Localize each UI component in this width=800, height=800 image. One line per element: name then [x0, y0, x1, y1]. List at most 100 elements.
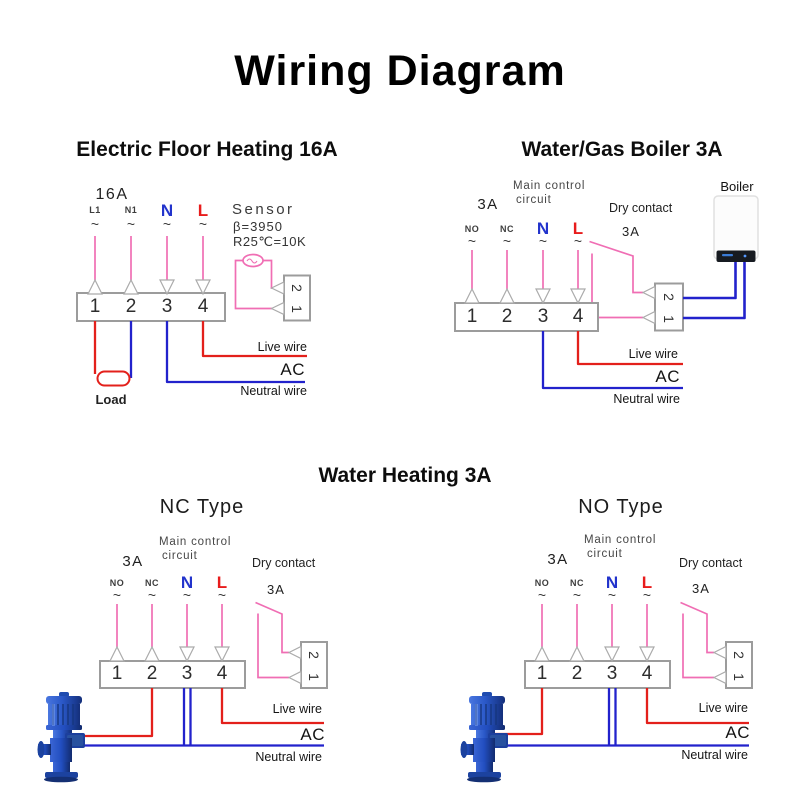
tilde-symbol: ~	[147, 587, 157, 603]
tilde-symbol: ~	[90, 216, 100, 232]
ac-label: AC	[280, 360, 305, 379]
terminal-number: 2	[125, 296, 137, 317]
terminal-label-l: L	[216, 573, 228, 592]
live-wire-label: Live wire	[272, 702, 322, 716]
terminal-label-nc: NC	[145, 578, 159, 588]
main-control-line2: circuit	[516, 194, 552, 206]
terminal-label-l: L	[197, 201, 209, 220]
tilde-symbol: ~	[607, 587, 617, 603]
terminal-number: 1	[466, 306, 478, 327]
terminal-label-no: NO	[534, 578, 550, 588]
tilde-symbol: ~	[467, 233, 477, 249]
tilde-symbol: ~	[538, 233, 548, 249]
nc-type-title: NC Type	[159, 496, 245, 518]
tilde-symbol: ~	[572, 587, 582, 603]
live-wire-label: Live wire	[257, 340, 307, 354]
terminal-label-l: L	[641, 573, 653, 592]
floor-heating-rating: 16A	[95, 186, 129, 203]
gas-boiler-title: Water/Gas Boiler 3A	[521, 138, 723, 161]
load-label: Load	[95, 392, 127, 407]
terminal-arrows	[87, 278, 285, 316]
terminal-arrows	[534, 645, 727, 685]
sensor-label: Sensor	[232, 201, 295, 218]
tilde-symbol: ~	[112, 587, 122, 603]
terminal-number: 3	[161, 296, 173, 317]
neutral-wire-label: Neutral wire	[255, 750, 322, 764]
terminal-label-no: NO	[109, 578, 125, 588]
sensor-relay-block	[283, 274, 311, 322]
terminal-arrows	[464, 285, 656, 325]
ac-label: AC	[655, 367, 680, 386]
ac-label: AC	[300, 725, 325, 744]
tilde-symbol: ~	[126, 216, 136, 232]
main-control-line1: Main control	[584, 534, 657, 546]
load-symbol	[96, 370, 131, 387]
dry-contact-label: Dry contact	[252, 556, 316, 570]
dry-contact-rating: 3A	[622, 224, 640, 239]
nc-type-wiring	[36, 601, 328, 783]
tilde-symbol: ~	[502, 233, 512, 249]
terminal-block	[454, 302, 599, 332]
terminal-number: 1	[111, 663, 123, 684]
relay-terminal-1: 1	[661, 315, 677, 323]
terminal-block	[76, 292, 226, 322]
floor-heating-wiring	[76, 236, 311, 387]
main-control-line2: circuit	[587, 548, 623, 560]
terminal-number: 4	[641, 663, 653, 684]
page-title: Wiring Diagram	[234, 47, 566, 95]
dry-contact-relay-block	[725, 641, 753, 689]
relay-terminal-1: 1	[306, 673, 322, 681]
terminal-label-l: L	[572, 219, 584, 238]
tilde-symbol: ~	[217, 587, 227, 603]
neutral-wire-label: Neutral wire	[240, 384, 307, 398]
terminal-number: 3	[606, 663, 618, 684]
terminal-number: 2	[571, 663, 583, 684]
terminal-number: 4	[216, 663, 228, 684]
floor-sensor-icon	[242, 253, 264, 268]
tilde-symbol: ~	[182, 587, 192, 603]
terminal-number: 1	[536, 663, 548, 684]
relay-terminal-1: 1	[731, 673, 747, 681]
main-control-line1: Main control	[159, 536, 232, 548]
tilde-symbol: ~	[198, 216, 208, 232]
sensor-beta: β=3950	[233, 219, 283, 234]
terminal-label-n: N	[180, 573, 194, 592]
terminal-number: 4	[572, 306, 584, 327]
tilde-symbol: ~	[642, 587, 652, 603]
terminal-label-no: NO	[464, 224, 480, 234]
terminal-label-nc: NC	[570, 578, 584, 588]
tilde-symbol: ~	[573, 233, 583, 249]
relay-terminal-2: 2	[289, 284, 305, 292]
neutral-wire-label: Neutral wire	[681, 748, 748, 762]
terminal-number: 3	[537, 306, 549, 327]
main-control-line2: circuit	[162, 550, 198, 562]
relay-terminal-2: 2	[661, 293, 677, 301]
live-wire-label: Live wire	[698, 701, 748, 715]
terminal-number: 3	[181, 663, 193, 684]
no-rating: 3A	[547, 551, 569, 568]
floor-heating-title: Electric Floor Heating 16A	[76, 138, 338, 161]
live-wire-label: Live wire	[628, 347, 678, 361]
water-heating-title: Water Heating 3A	[318, 464, 492, 487]
dry-contact-rating: 3A	[692, 581, 710, 596]
gas-boiler-wiring	[454, 195, 759, 390]
tilde-symbol: ~	[537, 587, 547, 603]
dry-contact-relay-block	[300, 641, 328, 689]
ac-label: AC	[725, 723, 750, 742]
relay-terminal-2: 2	[306, 651, 322, 659]
tilde-symbol: ~	[162, 216, 172, 232]
dry-contact-label: Dry contact	[609, 201, 673, 215]
terminal-block	[524, 660, 671, 689]
relay-terminal-1: 1	[289, 305, 305, 313]
terminal-label-n: N	[605, 573, 619, 592]
terminal-arrows	[109, 645, 302, 685]
boiler-label: Boiler	[720, 179, 754, 194]
relay-terminal-2: 2	[731, 651, 747, 659]
terminal-number: 1	[89, 296, 101, 317]
terminal-label-n1: N1	[124, 205, 138, 215]
terminal-number: 2	[146, 663, 158, 684]
nc-rating: 3A	[122, 553, 144, 570]
no-type-wiring	[459, 601, 753, 783]
